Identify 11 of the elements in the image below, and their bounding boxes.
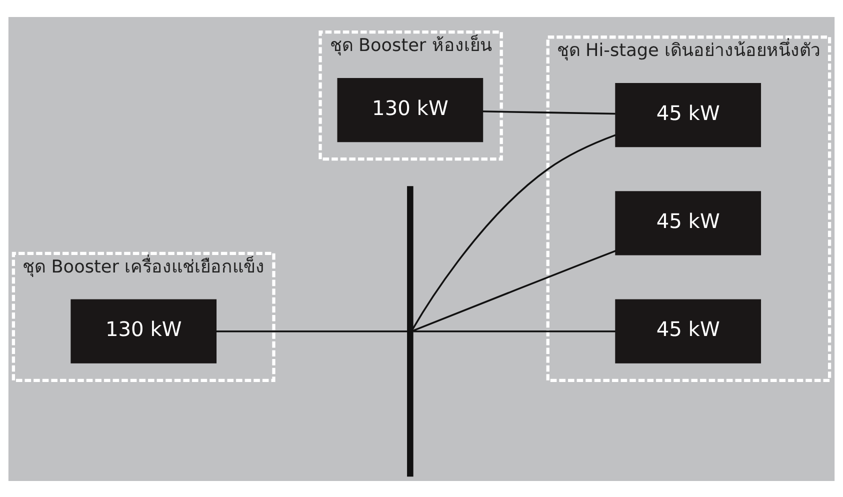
connector xyxy=(482,110,616,114)
node-box: 45 kW xyxy=(615,298,762,363)
node-box: 45 kW xyxy=(615,190,762,255)
connector xyxy=(413,330,616,332)
connector xyxy=(412,134,616,330)
node-box: 45 kW xyxy=(615,82,762,147)
connector xyxy=(412,249,616,332)
node-box: 130 kW xyxy=(70,298,217,363)
node-bar xyxy=(407,186,414,476)
node-box: 130 kW xyxy=(337,77,484,142)
connector xyxy=(216,330,408,332)
